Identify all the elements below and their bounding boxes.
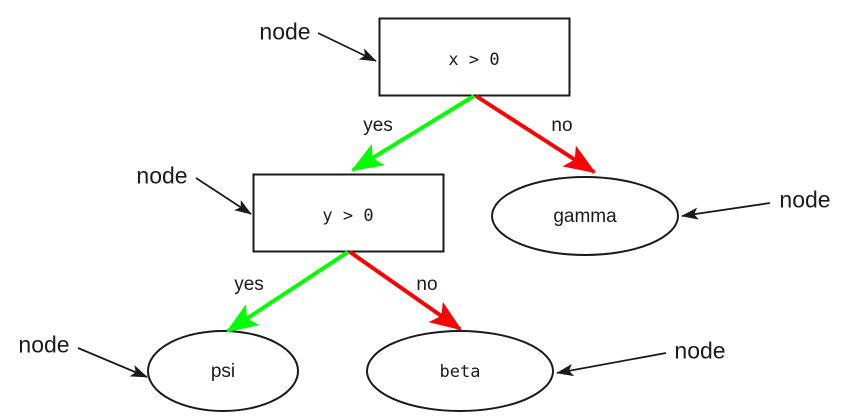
annotation-arrow-psi — [77, 347, 148, 378]
node-root-rect[interactable] — [378, 17, 571, 97]
annotation-arrow-second — [195, 177, 252, 215]
edge-label-second-no: no — [416, 274, 438, 295]
annotation-arrow-beta — [556, 352, 667, 377]
edge-second-yes-arrow — [225, 250, 350, 333]
edge-root-yes-arrow — [350, 94, 476, 172]
annotation-label-gamma: node — [779, 186, 831, 213]
annotation-arrow-root — [317, 32, 377, 62]
edge-label-second-yes: yes — [234, 274, 264, 295]
annotation-label-root: node — [259, 18, 311, 45]
annotation-label-second: node — [136, 162, 188, 189]
node-psi-ellipse[interactable] — [147, 330, 299, 412]
annotation-label-beta: node — [674, 337, 726, 364]
node-gamma-ellipse[interactable] — [491, 176, 679, 256]
annotation-label-psi: node — [18, 331, 70, 358]
edge-label-root-yes: yes — [363, 115, 393, 136]
edge-label-root-no: no — [551, 115, 573, 136]
node-second-rect[interactable] — [252, 173, 445, 253]
node-beta-ellipse[interactable] — [366, 330, 554, 412]
edge-root-no-arrow — [474, 94, 597, 174]
annotation-arrow-gamma — [681, 202, 771, 220]
edge-second-no-arrow — [348, 250, 462, 331]
